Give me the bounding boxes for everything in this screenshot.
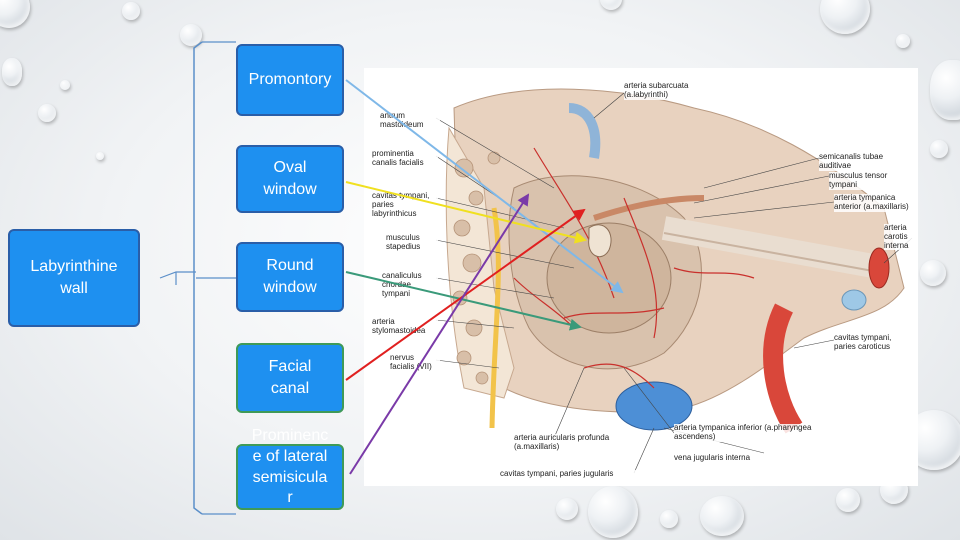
label-arteria-auricularis: arteria auricularis profunda (a.maxillar… xyxy=(514,433,634,452)
pointer-prominence xyxy=(349,193,530,475)
prominence-semicircular-label: Prominence of lateral semisicular xyxy=(251,427,329,507)
label-arteria-tympanica-anterior: arteria tympanica anterior (a.maxillaris… xyxy=(834,193,914,212)
label-arteria-carotis: arteria carotis interna xyxy=(884,223,916,251)
label-musculus-stapedius: musculus stapedius xyxy=(386,233,438,252)
promontory-box[interactable]: Promontory xyxy=(236,44,344,116)
prominence-semicircular-box[interactable]: Prominence of lateral semisicular xyxy=(236,427,344,510)
facial-canal-box[interactable]: Facial canal xyxy=(236,343,344,413)
water-drop xyxy=(600,0,622,10)
water-drop xyxy=(700,496,744,536)
water-drop xyxy=(920,260,946,286)
label-semicanalis: semicanalis tubae auditivae xyxy=(819,152,915,171)
label-arteria-tympanica-inferior: arteria tympanica inferior (a.pharyngea … xyxy=(674,423,824,442)
water-drop xyxy=(588,486,638,538)
pointer-round-window xyxy=(345,271,582,331)
oval-window-label: Oval window xyxy=(263,159,317,198)
promontory-label: Promontory xyxy=(248,71,332,89)
water-drop xyxy=(930,60,960,120)
water-drop xyxy=(180,24,202,46)
label-cavitas-jugularis: cavitas tympani, paries jugularis xyxy=(500,469,650,479)
facial-canal-label: Facial canal xyxy=(268,358,312,397)
label-arteria-subarcuata: arteria subarcuata (a.labyrinthi) xyxy=(624,81,714,100)
labyrinthine-wall-label: Labyrinthine wall xyxy=(30,258,118,297)
anatomy-figure: antrum mastoideum prominentia canalis fa… xyxy=(364,68,918,486)
middle-ear-illustration xyxy=(435,88,913,474)
water-drop xyxy=(38,104,56,122)
water-drop xyxy=(556,498,578,520)
label-nervus-facialis: nervus facialis (VII) xyxy=(390,353,440,372)
water-drop xyxy=(836,488,860,512)
round-window-label: Round window xyxy=(263,257,317,296)
oval-window-box[interactable]: Oval window xyxy=(236,145,344,213)
water-drop xyxy=(60,80,70,90)
water-drop xyxy=(122,2,140,20)
label-cavitas-caroticus: cavitas tympani, paries caroticus xyxy=(834,333,914,352)
pointer-promontory xyxy=(345,79,624,294)
round-window-box[interactable]: Round window xyxy=(236,242,344,312)
water-drop xyxy=(660,510,678,528)
pointer-oval-window xyxy=(345,181,587,244)
label-musculus-tensor: musculus tensor tympani xyxy=(829,171,915,190)
label-prominentia: prominentia canalis facialis xyxy=(372,149,438,168)
labyrinthine-wall-box[interactable]: Labyrinthine wall xyxy=(8,229,140,327)
water-drop xyxy=(2,58,22,86)
label-arteria-stylomastoidea: arteria stylomastoidea xyxy=(372,317,438,336)
label-vena-jugularis: vena jugularis interna xyxy=(674,453,784,463)
water-drop xyxy=(930,140,948,158)
water-drop xyxy=(896,34,910,48)
water-drop xyxy=(96,152,104,160)
